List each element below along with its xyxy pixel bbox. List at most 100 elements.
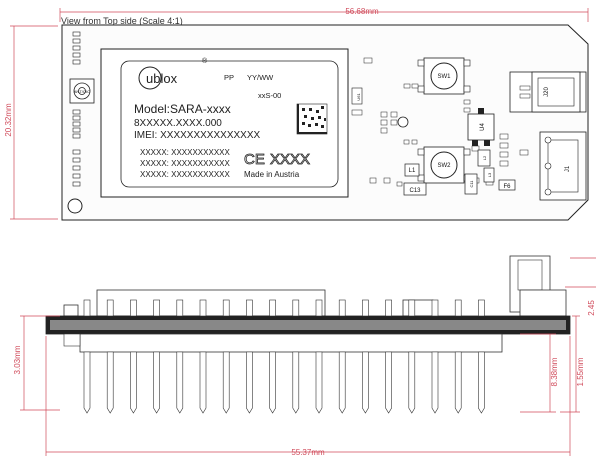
header-pin-top <box>269 299 276 317</box>
module-code: XXXX <box>270 151 310 168</box>
c11-label: C11 <box>469 180 474 188</box>
side-view <box>45 255 571 353</box>
header-pin-top <box>431 299 439 317</box>
ic-u4 <box>467 108 495 146</box>
header-pin <box>153 351 160 414</box>
l1-label: L1 <box>409 168 416 174</box>
mounting-hole <box>67 198 83 214</box>
header-pin <box>315 351 323 414</box>
header-pin <box>222 351 230 414</box>
capacitor-c11 <box>464 173 478 195</box>
header-pin-top <box>106 299 114 317</box>
header-pins <box>83 299 485 414</box>
bottom-width-dimension <box>45 336 571 456</box>
side-height-label: 3.03mm <box>13 345 22 374</box>
header-pin <box>338 351 346 414</box>
header-pin-top <box>130 299 137 317</box>
u61-label: U61 <box>356 93 361 101</box>
header-pin <box>199 351 207 414</box>
top-height-label: 20.32mm <box>4 103 13 137</box>
passive-component <box>351 109 363 116</box>
inductor-l2 <box>477 149 491 167</box>
header-pin-top <box>408 299 416 317</box>
l2-label: L2 <box>482 155 487 160</box>
fuse-f6 <box>498 179 516 191</box>
pin-length-dimension <box>520 333 556 413</box>
module-date-code: YY/WW <box>247 73 274 82</box>
header-pin-top <box>385 299 392 317</box>
j1-label: J1 <box>565 165 571 172</box>
capacitor-c13 <box>403 182 427 196</box>
header-pin <box>292 351 300 414</box>
antenna-label: ANT/OIO <box>74 89 90 94</box>
header-pin-top <box>153 299 160 317</box>
header-pin <box>176 351 184 414</box>
test-point <box>397 116 409 128</box>
header-pin-top <box>315 299 323 317</box>
u4-label: U4 <box>480 123 486 131</box>
module-label-area <box>120 60 339 188</box>
f6-label: F6 <box>503 184 511 190</box>
left-passives <box>72 31 81 187</box>
j20-label: J20 <box>544 87 550 97</box>
module-serial: 8XXXXX.XXXX.000 <box>134 118 222 129</box>
module-revision: xxS-00 <box>258 91 281 100</box>
header-pin-top <box>478 299 485 317</box>
c13-label: C13 <box>409 188 421 194</box>
ublox-logo-icon <box>138 66 162 90</box>
top-height-dimension <box>10 25 58 220</box>
top-width-dimension <box>59 8 589 22</box>
header-pin <box>246 351 253 414</box>
connector-j20 <box>509 71 587 113</box>
header-pin <box>83 351 91 414</box>
inductor-l3 <box>483 167 495 183</box>
header-pin <box>385 351 392 414</box>
view-label: View from Top side (Scale 4:1) <box>61 16 183 26</box>
bottom-width-label: 55.37mm <box>291 448 325 457</box>
datamatrix-code <box>296 103 328 135</box>
inductor-l1 <box>404 163 420 177</box>
module-brand: ublox <box>146 71 178 86</box>
header-pin <box>478 351 485 414</box>
side-height-dimension <box>20 315 60 411</box>
header-pin-top <box>176 299 184 317</box>
header-pin <box>130 351 137 414</box>
l3-label: L3 <box>487 172 492 177</box>
switch-sw1 <box>417 57 471 95</box>
module-model: Model:SARA-xxxx <box>134 102 231 116</box>
header-height-label: 1.55mm <box>576 357 585 386</box>
ce-mark: CE <box>244 151 265 168</box>
header-pin-top <box>338 299 346 317</box>
sw2-label: SW2 <box>437 163 451 169</box>
passive-component <box>363 57 373 64</box>
header-pin-top <box>292 299 300 317</box>
module-made-in: Made in Austria <box>244 170 300 179</box>
header-pin <box>362 351 369 414</box>
connector-j1 <box>539 131 587 201</box>
module-imei: IMEI: XXXXXXXXXXXXXXX <box>134 130 260 141</box>
module-line1: XXXXX: XXXXXXXXXXX <box>140 148 230 157</box>
header-pin <box>269 351 276 414</box>
header-pin <box>106 351 114 414</box>
module-pp: PP <box>224 73 234 82</box>
header-pin-top <box>83 299 91 317</box>
module-line2: XXXXX: XXXXXXXXXXX <box>140 159 230 168</box>
header-pin <box>431 351 439 414</box>
top-width-label: 56.68mm <box>345 7 379 16</box>
header-pin-top <box>246 299 253 317</box>
header-pin-top <box>454 299 462 317</box>
header-pin-top <box>362 299 369 317</box>
header-pin <box>408 351 416 414</box>
header-pin-top <box>199 299 207 317</box>
header-pin <box>454 351 462 414</box>
header-pin-top <box>222 299 230 317</box>
pin-length-label: 8.38mm <box>550 357 559 386</box>
sw1-label: SW1 <box>437 74 451 80</box>
antenna-connector <box>69 78 95 104</box>
u61-component <box>351 87 363 105</box>
module-line3: XXXXX: XXXXXXXXXXX <box>140 170 230 179</box>
pin-header-housing <box>79 333 503 353</box>
registered-mark: ® <box>202 57 208 65</box>
right-partial-label: 2.45 <box>587 300 596 316</box>
